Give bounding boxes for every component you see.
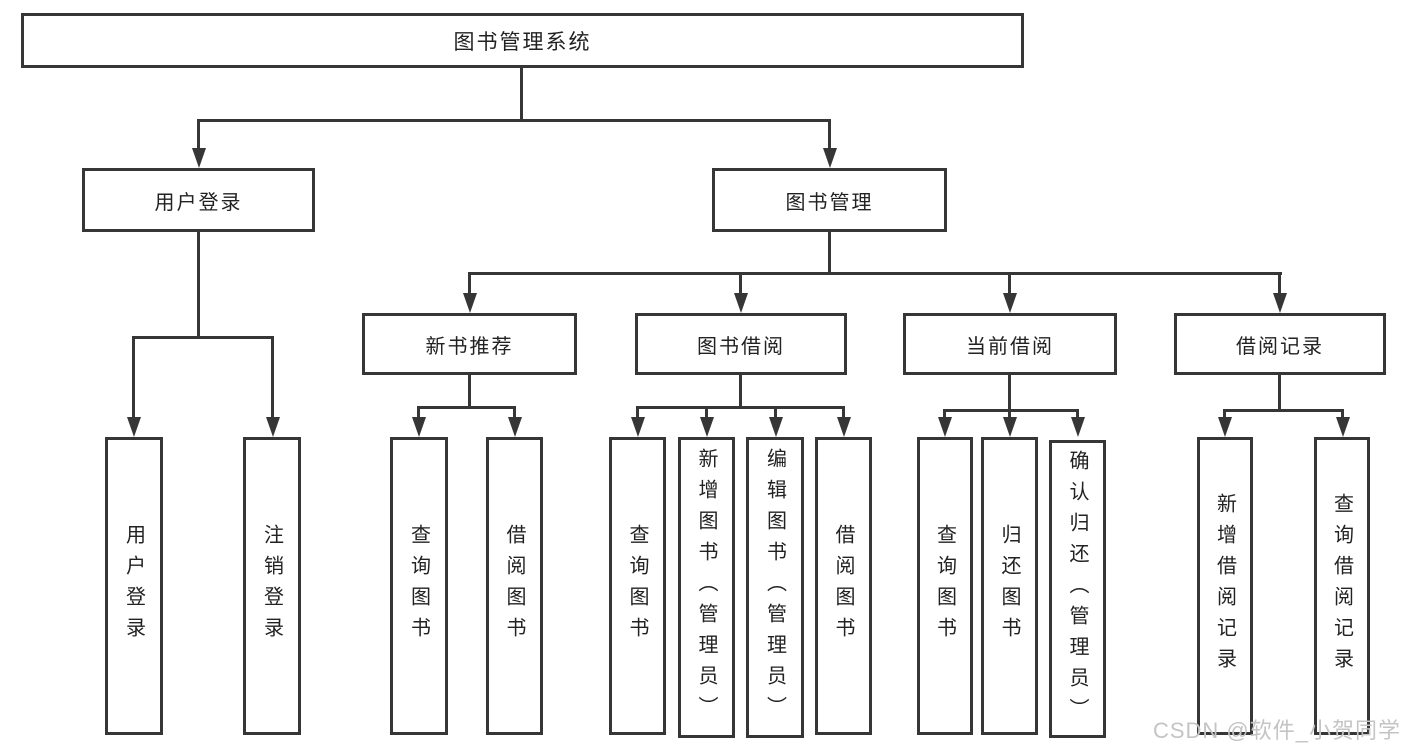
node-user-login-label: 用户登录 <box>154 191 243 214</box>
leaf-query-books-1-label: 查询图书 <box>407 524 430 648</box>
leaf-add-books-admin: 新增图书（管理员） <box>678 437 735 738</box>
node-current-borrow-label: 当前借阅 <box>966 335 1054 358</box>
connector-borrow-records-branch <box>1223 409 1344 412</box>
arrowhead-book-mgmt <box>823 148 837 168</box>
arrowhead-logout-leaf <box>266 417 280 437</box>
leaf-confirm-return-admin-label: 确认归还（管理员） <box>1066 449 1088 729</box>
node-book-borrow: 图书借阅 <box>635 313 847 375</box>
arrowhead-new-book-rec <box>463 293 477 313</box>
node-borrow-records: 借阅记录 <box>1174 313 1386 375</box>
leaf-user-login-label: 用户登录 <box>122 524 145 648</box>
node-book-borrow-label: 图书借阅 <box>697 335 785 358</box>
connector-book-mgmt-branch <box>468 272 1282 275</box>
arrowhead-c2 <box>700 417 714 437</box>
connector-drop-b1 <box>417 406 420 420</box>
connector-drop-d3 <box>1076 409 1079 420</box>
leaf-query-books-2: 查询图书 <box>609 437 666 735</box>
node-new-book-rec-label: 新书推荐 <box>425 335 514 358</box>
connector-drop-borrow-records <box>1278 272 1281 297</box>
connector-drop-book-mgmt <box>828 119 831 152</box>
connector-new-book-rec-branch <box>417 406 516 409</box>
connector-drop-d1 <box>943 409 946 420</box>
leaf-edit-books-admin: 编辑图书（管理员） <box>746 437 804 738</box>
connector-drop-new-book-rec <box>468 272 471 297</box>
node-root-label: 图书管理系统 <box>453 30 592 54</box>
connector-borrow-records-stem <box>1278 375 1281 409</box>
connector-new-book-rec-stem <box>468 375 471 406</box>
node-book-mgmt: 图书管理 <box>712 168 947 232</box>
csdn-watermark: CSDN @软件_小贺同学 <box>1152 718 1401 743</box>
connector-drop-book-borrow <box>739 272 742 297</box>
leaf-add-borrow-record: 新增借阅记录 <box>1197 437 1253 735</box>
arrowhead-c3 <box>769 417 783 437</box>
leaf-query-books-3: 查询图书 <box>917 437 973 735</box>
leaf-borrow-books-1-label: 借阅图书 <box>503 524 525 648</box>
arrowhead-login-leaf <box>127 417 141 437</box>
node-user-login: 用户登录 <box>82 168 315 232</box>
arrowhead-borrow-records <box>1273 293 1287 313</box>
connector-root-stem <box>520 68 523 122</box>
connector-drop-c2 <box>705 406 708 420</box>
leaf-return-books-label: 归还图书 <box>998 524 1020 648</box>
connector-drop-e1 <box>1223 409 1226 420</box>
connector-drop-user-login <box>197 119 200 152</box>
arrowhead-c4 <box>837 417 851 437</box>
leaf-query-books-3-label: 查询图书 <box>933 524 956 648</box>
node-root: 图书管理系统 <box>21 13 1024 68</box>
connector-current-borrow-stem <box>1008 375 1011 409</box>
connector-current-borrow-branch <box>943 409 1079 412</box>
arrowhead-d1 <box>938 417 952 437</box>
leaf-query-borrow-record-label: 查询借阅记录 <box>1330 493 1353 679</box>
connector-drop-logout-leaf <box>271 336 274 420</box>
connector-book-borrow-branch <box>636 406 844 409</box>
arrowhead-e2 <box>1336 417 1350 437</box>
connector-drop-c4 <box>842 406 845 420</box>
leaf-confirm-return-admin: 确认归还（管理员） <box>1049 440 1106 738</box>
connector-user-login-stem <box>197 232 200 336</box>
arrowhead-user-login <box>192 148 206 168</box>
leaf-logout-label: 注销登录 <box>260 524 283 648</box>
connector-drop-c3 <box>774 406 777 420</box>
leaf-edit-books-admin-label: 编辑图书（管理员） <box>763 448 786 727</box>
node-current-borrow: 当前借阅 <box>903 313 1117 375</box>
connector-drop-current-borrow <box>1008 272 1011 297</box>
arrowhead-d2 <box>1003 417 1017 437</box>
leaf-return-books: 归还图书 <box>981 437 1038 735</box>
arrowhead-book-borrow <box>734 293 748 313</box>
leaf-add-borrow-record-label: 新增借阅记录 <box>1213 493 1236 679</box>
leaf-user-login: 用户登录 <box>105 437 163 735</box>
connector-book-borrow-stem <box>739 375 742 406</box>
connector-drop-login-leaf <box>132 336 135 420</box>
connector-root-branch <box>197 119 831 122</box>
arrowhead-current-borrow <box>1003 293 1017 313</box>
leaf-add-books-admin-label: 新增图书（管理员） <box>695 448 717 727</box>
leaf-borrow-books-1: 借阅图书 <box>486 437 543 735</box>
connector-book-mgmt-stem <box>828 232 831 272</box>
leaf-borrow-books-2-label: 借阅图书 <box>832 524 854 648</box>
connector-drop-d2 <box>1008 409 1011 420</box>
node-borrow-records-label: 借阅记录 <box>1236 335 1324 358</box>
leaf-query-borrow-record: 查询借阅记录 <box>1314 437 1370 735</box>
arrowhead-c1 <box>631 417 645 437</box>
node-book-mgmt-label: 图书管理 <box>785 191 874 214</box>
leaf-query-books-1: 查询图书 <box>390 437 448 735</box>
connector-drop-b2 <box>513 406 516 420</box>
connector-drop-c1 <box>636 406 639 420</box>
leaf-borrow-books-2: 借阅图书 <box>815 437 872 735</box>
arrowhead-e1 <box>1218 417 1232 437</box>
connector-user-login-branch <box>132 336 274 339</box>
node-new-book-rec: 新书推荐 <box>362 313 577 375</box>
arrowhead-b2 <box>508 417 522 437</box>
arrowhead-d3 <box>1071 417 1085 437</box>
leaf-query-books-2-label: 查询图书 <box>626 524 648 648</box>
connector-drop-e2 <box>1341 409 1344 420</box>
arrowhead-b1 <box>412 417 426 437</box>
leaf-logout: 注销登录 <box>243 437 301 735</box>
